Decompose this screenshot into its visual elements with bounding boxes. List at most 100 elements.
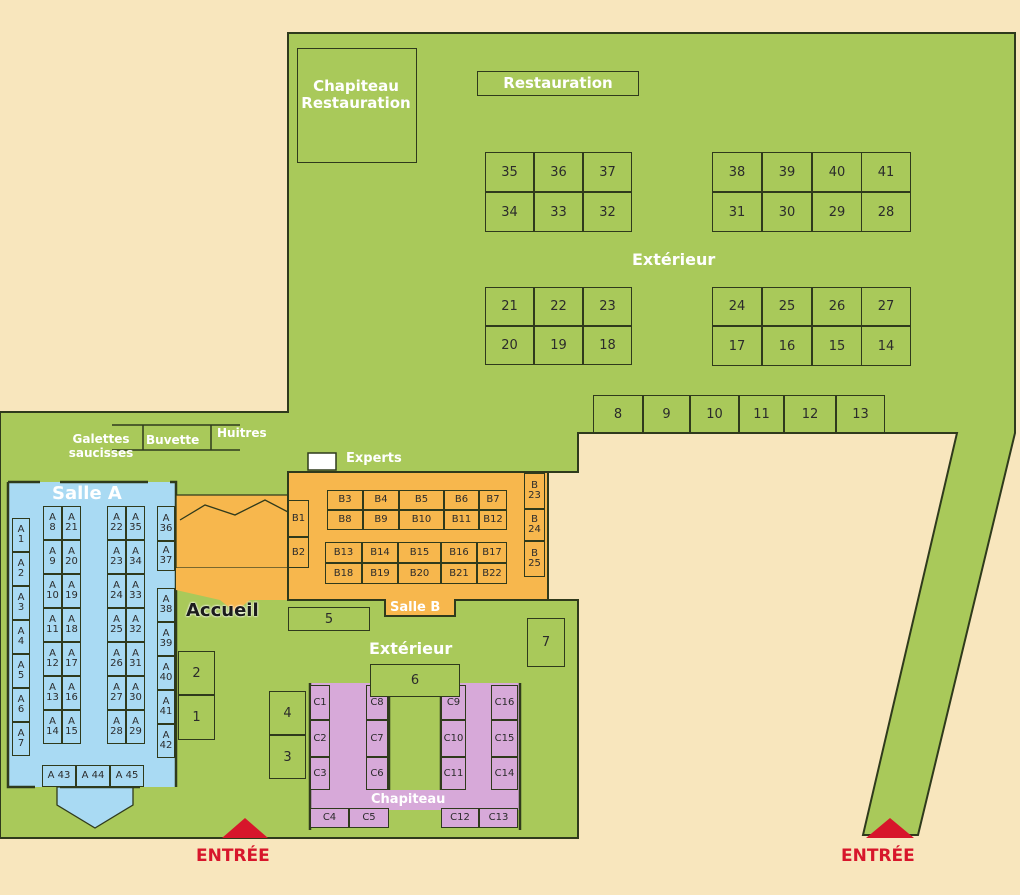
stall-c13[interactable]: C13 bbox=[479, 808, 518, 828]
stall-b17[interactable]: B17 bbox=[477, 542, 507, 563]
stall-b25[interactable]: B 25 bbox=[524, 541, 545, 577]
stall-29[interactable]: 29 bbox=[812, 192, 862, 232]
stall-b5[interactable]: B5 bbox=[399, 490, 444, 510]
stall-b2[interactable]: B2 bbox=[288, 537, 309, 568]
entree-left-label[interactable]: ENTRÉE bbox=[196, 846, 270, 866]
stall-21[interactable]: 21 bbox=[485, 287, 534, 326]
stall-b23[interactable]: B 23 bbox=[524, 473, 545, 509]
stall-a14[interactable]: A 14 bbox=[43, 710, 62, 744]
stall-27[interactable]: 27 bbox=[861, 287, 911, 326]
stall-c3[interactable]: C3 bbox=[310, 757, 330, 790]
stall-37[interactable]: 37 bbox=[583, 152, 632, 192]
stall-a42[interactable]: A 42 bbox=[157, 724, 175, 758]
stall-b6[interactable]: B6 bbox=[444, 490, 479, 510]
stall-a16[interactable]: A 16 bbox=[62, 676, 81, 710]
stall-15[interactable]: 15 bbox=[812, 326, 862, 366]
stall-a4[interactable]: A 4 bbox=[12, 620, 30, 654]
stall-a43[interactable]: A 43 bbox=[42, 765, 76, 787]
stall-40[interactable]: 40 bbox=[812, 152, 862, 192]
stall-a10[interactable]: A 10 bbox=[43, 574, 62, 608]
stall-a5[interactable]: A 5 bbox=[12, 654, 30, 688]
stall-a24[interactable]: A 24 bbox=[107, 574, 126, 608]
stall-28[interactable]: 28 bbox=[861, 192, 911, 232]
stall-a6[interactable]: A 6 bbox=[12, 688, 30, 722]
stall-b1[interactable]: B1 bbox=[288, 500, 309, 537]
stall-a7[interactable]: A 7 bbox=[12, 722, 30, 756]
stall-a11[interactable]: A 11 bbox=[43, 608, 62, 642]
stall-a33[interactable]: A 33 bbox=[126, 574, 145, 608]
stall-a23[interactable]: A 23 bbox=[107, 540, 126, 574]
stall-b11[interactable]: B11 bbox=[444, 510, 479, 530]
stall-a39[interactable]: A 39 bbox=[157, 622, 175, 656]
stall-b7[interactable]: B7 bbox=[479, 490, 507, 510]
stall-a15[interactable]: A 15 bbox=[62, 710, 81, 744]
stall-13[interactable]: 13 bbox=[836, 395, 885, 433]
stall-b20[interactable]: B20 bbox=[398, 563, 441, 584]
stall-b16[interactable]: B16 bbox=[441, 542, 477, 563]
stall-c5[interactable]: C5 bbox=[349, 808, 389, 828]
stall-35[interactable]: 35 bbox=[485, 152, 534, 192]
stall-a18[interactable]: A 18 bbox=[62, 608, 81, 642]
entree-right-label[interactable]: ENTRÉE bbox=[841, 846, 915, 866]
stall-a8[interactable]: A 8 bbox=[43, 506, 62, 540]
stall-a3[interactable]: A 3 bbox=[12, 586, 30, 620]
stall-a28[interactable]: A 28 bbox=[107, 710, 126, 744]
stall-31[interactable]: 31 bbox=[712, 192, 762, 232]
stall-2[interactable]: 2 bbox=[178, 651, 215, 695]
stall-c6[interactable]: C6 bbox=[366, 757, 388, 790]
stall-19[interactable]: 19 bbox=[534, 326, 583, 365]
stall-b15[interactable]: B15 bbox=[398, 542, 441, 563]
stall-a35[interactable]: A 35 bbox=[126, 506, 145, 540]
stall-34[interactable]: 34 bbox=[485, 192, 534, 232]
stall-41[interactable]: 41 bbox=[861, 152, 911, 192]
stall-c2[interactable]: C2 bbox=[310, 720, 330, 757]
stall-a27[interactable]: A 27 bbox=[107, 676, 126, 710]
stall-a37[interactable]: A 37 bbox=[157, 541, 175, 571]
stall-b9[interactable]: B9 bbox=[363, 510, 399, 530]
stall-20[interactable]: 20 bbox=[485, 326, 534, 365]
stall-c7[interactable]: C7 bbox=[366, 720, 388, 757]
stall-11[interactable]: 11 bbox=[739, 395, 784, 433]
stall-b22[interactable]: B22 bbox=[477, 563, 507, 584]
stall-a32[interactable]: A 32 bbox=[126, 608, 145, 642]
stall-c11[interactable]: C11 bbox=[441, 757, 466, 790]
chapiteau-restauration[interactable] bbox=[297, 48, 417, 163]
stall-c10[interactable]: C10 bbox=[441, 720, 466, 757]
stall-23[interactable]: 23 bbox=[583, 287, 632, 326]
stall-10[interactable]: 10 bbox=[690, 395, 739, 433]
stall-b8[interactable]: B8 bbox=[327, 510, 363, 530]
stall-c1[interactable]: C1 bbox=[310, 685, 330, 720]
stall-38[interactable]: 38 bbox=[712, 152, 762, 192]
stall-a21[interactable]: A 21 bbox=[62, 506, 81, 540]
stall-6[interactable]: 6 bbox=[370, 664, 460, 697]
stall-32[interactable]: 32 bbox=[583, 192, 632, 232]
stall-a44[interactable]: A 44 bbox=[76, 765, 110, 787]
stall-a13[interactable]: A 13 bbox=[43, 676, 62, 710]
stall-c15[interactable]: C15 bbox=[491, 720, 518, 757]
stall-a29[interactable]: A 29 bbox=[126, 710, 145, 744]
stall-9[interactable]: 9 bbox=[643, 395, 690, 433]
stall-a41[interactable]: A 41 bbox=[157, 690, 175, 724]
stall-a31[interactable]: A 31 bbox=[126, 642, 145, 676]
stall-a34[interactable]: A 34 bbox=[126, 540, 145, 574]
stall-26[interactable]: 26 bbox=[812, 287, 862, 326]
stall-b24[interactable]: B 24 bbox=[524, 509, 545, 541]
stall-c12[interactable]: C12 bbox=[441, 808, 479, 828]
stall-a26[interactable]: A 26 bbox=[107, 642, 126, 676]
stall-a20[interactable]: A 20 bbox=[62, 540, 81, 574]
stall-b12[interactable]: B12 bbox=[479, 510, 507, 530]
stall-22[interactable]: 22 bbox=[534, 287, 583, 326]
stall-a22[interactable]: A 22 bbox=[107, 506, 126, 540]
stall-c14[interactable]: C14 bbox=[491, 757, 518, 790]
stall-17[interactable]: 17 bbox=[712, 326, 762, 366]
stall-b19[interactable]: B19 bbox=[362, 563, 398, 584]
stall-a30[interactable]: A 30 bbox=[126, 676, 145, 710]
stall-a45[interactable]: A 45 bbox=[110, 765, 144, 787]
stall-b21[interactable]: B21 bbox=[441, 563, 477, 584]
stall-b3[interactable]: B3 bbox=[327, 490, 363, 510]
stall-3[interactable]: 3 bbox=[269, 735, 306, 779]
stall-b13[interactable]: B13 bbox=[325, 542, 362, 563]
stall-a2[interactable]: A 2 bbox=[12, 552, 30, 586]
stall-a12[interactable]: A 12 bbox=[43, 642, 62, 676]
stall-a38[interactable]: A 38 bbox=[157, 588, 175, 622]
